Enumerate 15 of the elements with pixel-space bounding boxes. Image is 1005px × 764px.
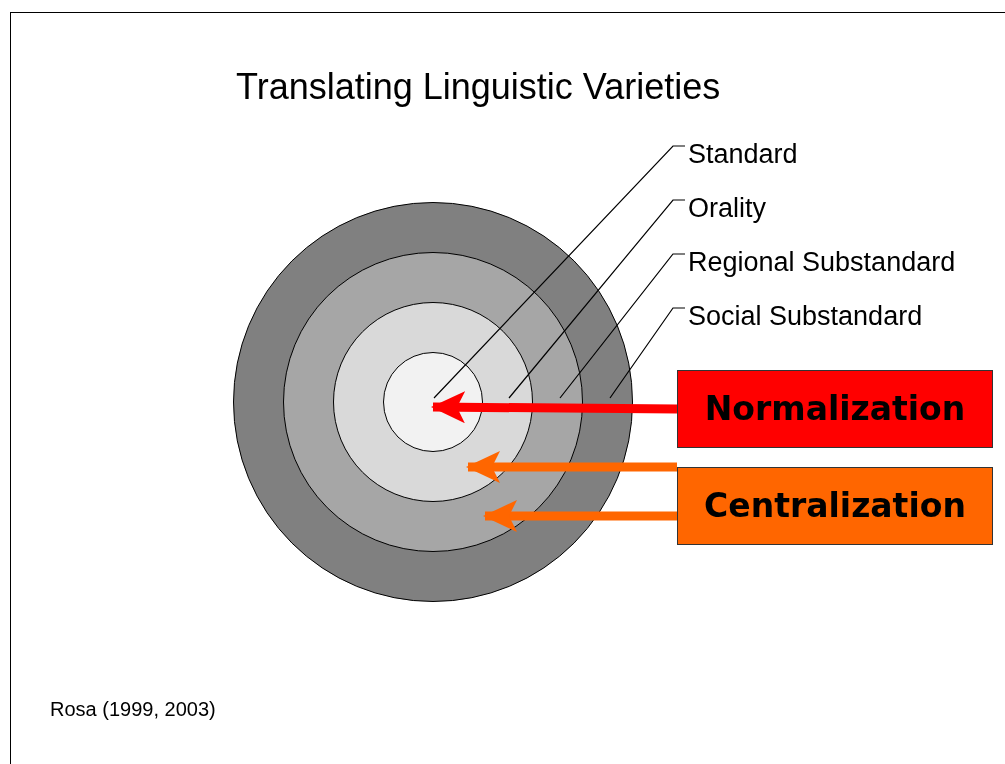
leader-line xyxy=(508,199,686,399)
leader-line xyxy=(559,253,686,399)
process-box: Normalization xyxy=(677,370,993,448)
leader-line xyxy=(433,145,686,399)
arrow xyxy=(431,391,678,424)
process-box: Centralization xyxy=(677,467,993,545)
leader-line xyxy=(609,307,686,399)
arrow xyxy=(483,500,677,532)
ring-label: Orality xyxy=(688,192,766,226)
title: Translating Linguistic Varieties xyxy=(236,65,721,109)
citation-note: Rosa (1999, 2003) xyxy=(50,697,216,722)
ring-label: Standard xyxy=(688,138,798,172)
arrow xyxy=(466,451,677,483)
ring-label: Social Substandard xyxy=(688,300,923,334)
ring-label: Regional Substandard xyxy=(688,246,956,280)
